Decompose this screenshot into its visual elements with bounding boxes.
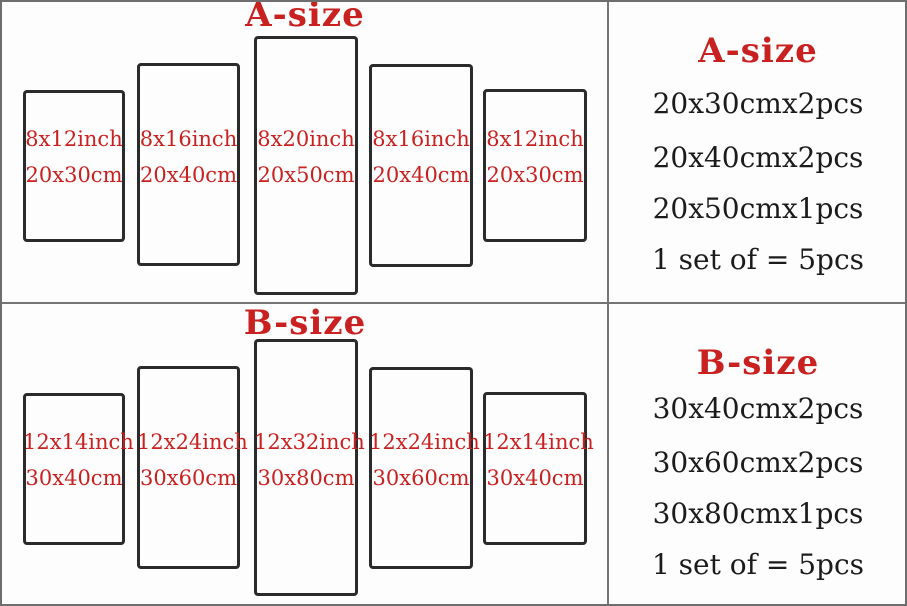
canvas-panel-rect-b5 [483,392,587,545]
panel-size-label-a5: 8x12inch 20x30cm [483,127,587,191]
summary-a-line-1: 20x30cmx2pcs [652,87,864,120]
summary-b-title: B-size [696,343,820,383]
panel-size-label-a4: 8x16inch 20x40cm [369,127,473,191]
horizontal-divider [2,302,905,304]
panel-inch-label: 8x16inch [139,127,238,151]
panel-size-label-b2: 12x24inch 30x60cm [137,430,248,494]
panel-cm-label: 20x40cm [372,163,470,187]
canvas-panel-rect-a3 [254,36,358,295]
panel-inch-label: 8x16inch [372,127,470,151]
section-b-title: B-size [243,303,367,343]
panel-inch-label: 12x14inch [483,430,594,454]
panel-size-label-b4: 12x24inch 30x60cm [369,430,480,494]
panel-cm-label: 30x80cm [257,466,355,490]
canvas-panel-rect-b4 [369,367,473,569]
panel-cm-label: 20x30cm [25,163,123,187]
panel-cm-label: 20x30cm [486,163,584,187]
summary-a-title: A-size [698,31,818,71]
panel-cm-label: 20x50cm [257,163,355,187]
panel-inch-label: 12x32inch [254,430,365,454]
canvas-panel-rect-b1 [23,393,125,545]
canvas-panel-rect-b3 [254,339,358,596]
summary-a-line-4: 1 set of = 5pcs [651,243,865,276]
panel-inch-label: 8x20inch [257,127,355,151]
panel-cm-label: 30x40cm [486,466,584,490]
panel-size-label-a1: 8x12inch 20x30cm [23,127,125,191]
summary-b-line-4: 1 set of = 5pcs [651,548,865,581]
canvas-panel-rect-a2 [137,63,240,266]
summary-a-line-3: 20x50cmx1pcs [652,192,864,225]
panel-size-label-b5: 12x14inch 30x40cm [483,430,594,494]
summary-a-line-2: 20x40cmx2pcs [652,141,864,174]
canvas-panel-rect-b2 [137,366,240,569]
panel-size-label-b1: 12x14inch 30x40cm [23,430,134,494]
panel-size-label-a2: 8x16inch 20x40cm [137,127,240,191]
panel-cm-label: 20x40cm [140,163,237,187]
panel-inch-label: 8x12inch [25,127,123,151]
panel-cm-label: 30x40cm [25,466,123,490]
summary-b-line-1: 30x40cmx2pcs [652,392,864,425]
panel-size-label-b3: 12x32inch 30x80cm [254,430,365,494]
summary-b-line-2: 30x60cmx2pcs [652,446,864,479]
panel-cm-label: 30x60cm [372,466,470,490]
section-a-title: A-size [245,0,365,35]
canvas-panel-rect-a5 [483,89,587,242]
canvas-panel-rect-a1 [23,90,125,242]
panel-cm-label: 30x60cm [140,466,237,490]
panel-size-label-a3: 8x20inch 20x50cm [254,127,358,191]
panel-inch-label: 12x24inch [137,430,248,454]
panel-inch-label: 8x12inch [486,127,584,151]
canvas-panel-rect-a4 [369,64,473,267]
panel-inch-label: 12x24inch [369,430,480,454]
panel-inch-label: 12x14inch [23,430,134,454]
summary-b-line-3: 30x80cmx1pcs [652,497,864,530]
